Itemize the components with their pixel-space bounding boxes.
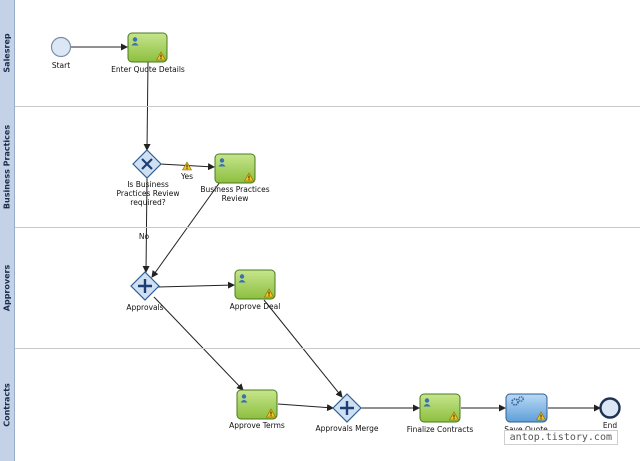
lane-contracts: Contracts [0,348,15,461]
no-flow-label: No [138,232,150,241]
start-label: Start [51,61,71,70]
finalize-contracts-task[interactable] [419,393,461,423]
review-required-gateway[interactable] [132,149,162,179]
flow-review-to-approvals [151,181,221,278]
approvals-merge-gateway[interactable] [332,393,362,423]
approvals-label: Approvals [126,303,164,312]
lane-salesrep-label: Salesrep [2,33,12,73]
lane-business-practices: Business Practices [0,106,15,227]
end-label: End [602,421,618,430]
business-practices-review-label: Business Practices Review [200,185,270,203]
lane-divider [15,227,640,228]
finalize-contracts-label: Finalize Contracts [406,425,474,434]
save-quote-task[interactable] [505,393,548,423]
flow-approvals-to-deal [157,281,235,289]
approve-deal-task[interactable] [234,269,276,300]
lane-approvers-label: Approvers [2,264,12,311]
lane-approvers: Approvers [0,227,15,348]
lane-business-practices-label: Business Practices [2,124,12,209]
business-practices-review-task[interactable] [214,153,256,184]
approvals-merge-label: Approvals Merge [315,424,379,433]
sequence-flows [71,43,601,412]
lane-divider [15,106,640,107]
watermark: antop.tistory.com [503,430,618,445]
start-event[interactable] [50,36,72,58]
flow-approvals-to-terms [153,296,244,391]
lane-divider [15,348,640,349]
approve-terms-task[interactable] [236,389,278,420]
lane-salesrep: Salesrep [0,0,15,106]
review-required-label: Is Business Practices Review required? [116,180,180,207]
yes-flow-label: Yes [180,172,194,181]
approve-terms-label: Approve Terms [229,421,285,430]
approvals-parallel-gateway[interactable] [130,271,160,301]
flow-terms-to-merge [277,403,334,412]
approve-deal-label: Approve Deal [229,302,281,311]
save-quote-label: Save Quote [496,425,556,434]
flow-gateway-no [142,177,150,273]
enter-quote-details-task[interactable] [127,32,168,63]
lane-contracts-label: Contracts [2,382,12,427]
enter-quote-details-label: Enter Quote Details [111,65,185,74]
gears-icon [511,396,524,406]
end-event[interactable] [599,397,621,419]
